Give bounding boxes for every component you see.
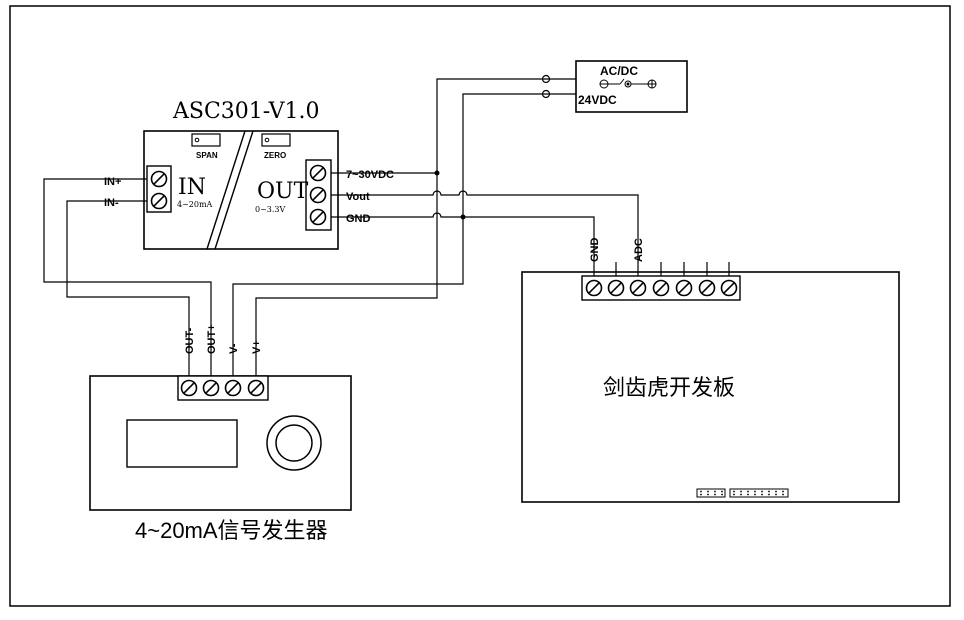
wire-vout [331,190,639,262]
board-screw[interactable] [675,279,693,297]
dev-board-box [521,271,900,503]
out-label: OUT [257,179,309,204]
wires [43,78,639,376]
module-divider-line [206,130,246,250]
generator-out-minus-screw[interactable] [180,379,198,397]
generator-v-plus-screw[interactable] [247,379,265,397]
gnd-pin-label: GND [346,213,371,225]
generator-display [126,419,238,468]
out-range-label: 0~3.3V [255,205,286,214]
module-title: ASC301-V1.0 [172,99,320,124]
board-pin-header [729,488,789,498]
board-adc-label: ADC [633,238,645,262]
board-screw[interactable] [652,279,670,297]
board-screw[interactable] [698,279,716,297]
module-box [143,130,339,250]
power-supply-box [575,60,688,113]
generator-pin-label: V+ [251,340,263,354]
in-label: IN [178,175,206,200]
generator-out-plus-screw[interactable] [202,379,220,397]
board-gnd-screw[interactable] [585,279,603,297]
in-minus-label: IN- [104,197,119,209]
in-minus-screw[interactable] [150,192,168,210]
junction-dot [434,170,440,176]
drawing-frame [9,5,951,607]
generator-pin-label: OUT+ [206,324,218,354]
module-divider-line [214,130,254,250]
vout-pin-label: Vout [346,191,370,203]
generator-title: 4~20mA信号发生器 [135,518,328,543]
dev-board-title: 剑齿虎开发板 [603,375,735,400]
gnd-screw[interactable] [309,208,327,226]
generator-pin-label: OUT- [184,327,196,354]
junction-dot [460,214,466,220]
generator-pin-label: V- [228,343,240,354]
generator-knob[interactable] [266,415,322,471]
board-screw[interactable] [607,279,625,297]
generator-v-minus-screw[interactable] [224,379,242,397]
zero-potentiometer[interactable] [261,133,291,147]
wire-v-minus [232,93,576,376]
power-pin-label: 7~30VDC [346,169,394,181]
wire-in-plus [43,178,212,376]
board-pin-stubs [593,262,730,276]
board-adc-screw[interactable] [629,279,647,297]
power-supply-label-top: AC/DC [600,64,638,78]
dc-plug-icon [599,78,657,89]
board-pin-header [696,488,726,498]
wire-gnd [331,212,595,262]
wire-v-plus [255,78,576,376]
span-potentiometer[interactable] [191,133,221,147]
power-screw[interactable] [309,164,327,182]
in-range-label: 4~20mA [177,200,213,209]
in-plus-label: IN+ [104,176,121,188]
span-label: SPAN [196,151,218,160]
vout-screw[interactable] [309,186,327,204]
board-screw[interactable] [720,279,738,297]
wire-in-minus [66,200,190,376]
power-supply-label-bottom: 24VDC [578,93,617,107]
in-plus-screw[interactable] [150,170,168,188]
zero-label: ZERO [264,151,286,160]
board-gnd-label: GND [589,238,601,263]
